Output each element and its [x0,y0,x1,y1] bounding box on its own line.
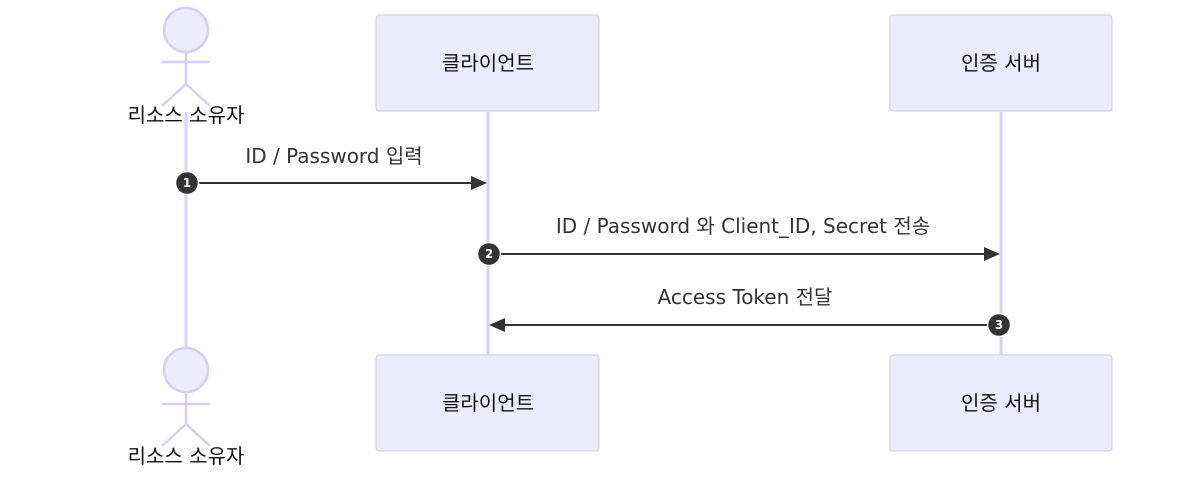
participant-auth-bottom-label: 인증 서버 [961,391,1041,415]
message-2: ID / Password 와 Client_ID, Secret 전송 2 [476,214,1000,267]
step-badge-3 [986,312,1012,338]
participant-auth-top: 인증 서버 [889,14,1113,112]
message-1: ID / Password 입력 1 [174,144,487,196]
message-1-label: ID / Password 입력 [245,144,422,168]
actor-owner-top-label: 리소스 소유자 [128,103,245,127]
participant-client-bottom-label: 클라이언트 [442,391,534,415]
actor-owner-top: 리소스 소유자 [128,6,245,127]
step-badge-2 [476,241,502,267]
participant-client-bottom: 클라이언트 [375,354,600,452]
step-badge-1 [174,170,200,196]
message-3: Access Token 전달 3 [489,285,1012,338]
svg-text:1: 1 [183,176,191,190]
actor-owner-bottom-label: 리소스 소유자 [128,444,245,468]
actor-owner-bottom: 리소스 소유자 [128,346,245,468]
participant-client-top-label: 클라이언트 [442,51,534,75]
stick-figure-icon [161,346,211,447]
arrow-right-icon [984,247,1000,261]
participant-auth-top-label: 인증 서버 [961,51,1041,75]
message-3-label: Access Token 전달 [658,285,833,309]
svg-text:2: 2 [485,247,493,261]
arrow-left-icon [489,318,505,332]
svg-text:3: 3 [995,318,1003,332]
arrow-right-icon [471,176,487,190]
participant-auth-bottom: 인증 서버 [889,354,1113,452]
stick-figure-icon [161,6,211,107]
message-2-label: ID / Password 와 Client_ID, Secret 전송 [556,214,930,238]
participant-client-top: 클라이언트 [375,14,600,112]
